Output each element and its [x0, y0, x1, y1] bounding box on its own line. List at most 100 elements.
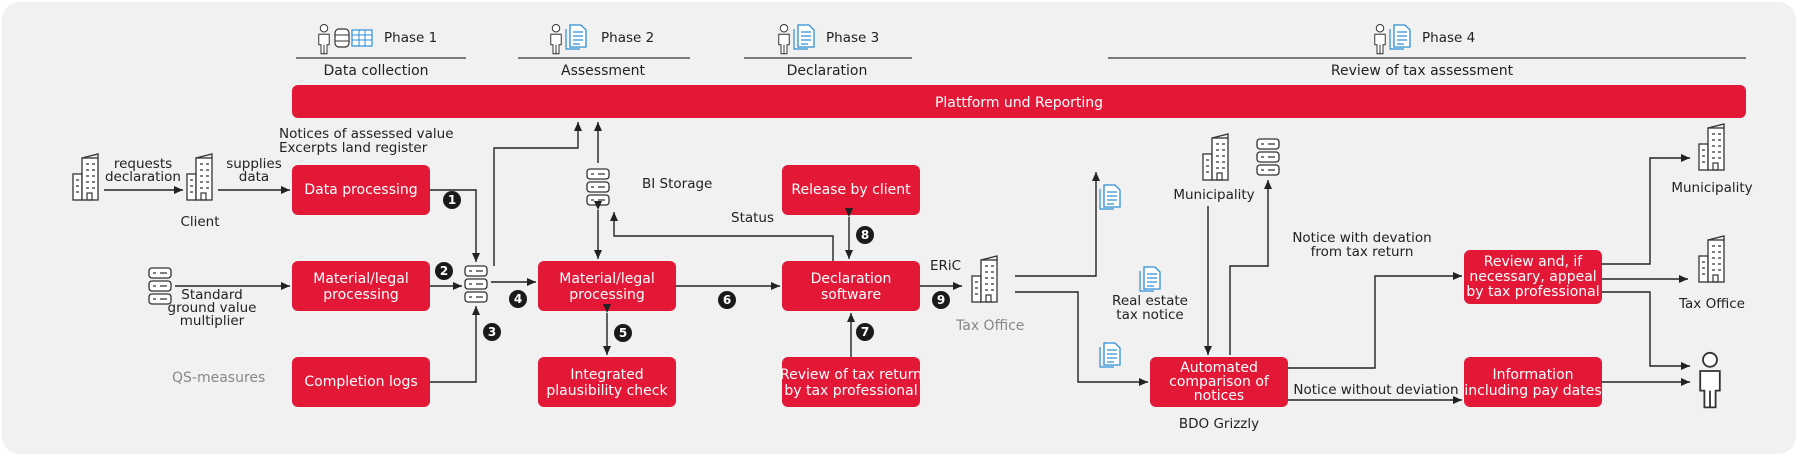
- central-server-icon: [464, 265, 488, 303]
- completion-logs-label: Completion logs: [304, 374, 417, 390]
- eric-label: ERiC: [930, 258, 961, 274]
- release-by-client-box: [782, 165, 920, 215]
- standard-label-3: multiplier: [180, 313, 245, 329]
- plausibility-line-2: plausibility check: [546, 383, 668, 399]
- notice-nodev-label: Notice without deviation: [1293, 382, 1458, 398]
- phase-4-title: Phase 4: [1422, 30, 1475, 46]
- svg-text:5: 5: [619, 326, 627, 340]
- plausibility-line-1: Integrated: [570, 367, 643, 383]
- phase-3-header: Phase 3 Declaration: [744, 24, 912, 79]
- completion-logs-box: [292, 357, 430, 407]
- review-appeal-line-3: by tax professional: [1466, 284, 1599, 300]
- person-icon: [1699, 351, 1721, 409]
- client-label: Client: [180, 214, 219, 230]
- notices-label-2: Excerpts land register: [279, 140, 428, 156]
- supplies-label-1: supplies: [226, 156, 282, 172]
- step-badge-9: 9: [932, 291, 950, 309]
- notice-dev-line-1: Notice with devation: [1292, 230, 1431, 246]
- platform-bar: [292, 85, 1746, 118]
- notices-label-1: Notices of assessed value: [279, 126, 454, 142]
- qs-measures-label: QS-measures: [172, 370, 265, 386]
- bdo-grizzly-label: BDO Grizzly: [1179, 416, 1259, 432]
- svg-text:4: 4: [514, 292, 522, 306]
- review-appeal-line-2: necessary, appeal: [1469, 269, 1596, 285]
- material-legal-processing-1-box: [292, 261, 430, 311]
- information-line-1: Information: [1492, 367, 1573, 383]
- review-appeal-box: [1464, 250, 1602, 304]
- requests-label-2: declaration: [105, 169, 181, 185]
- declaration-line-1: Declaration: [811, 271, 892, 287]
- notice-dev-line-2: from tax return: [1311, 244, 1414, 260]
- tax-office-grey-label: Tax Office: [955, 318, 1024, 334]
- review-appeal-line-1: Review and, if: [1484, 254, 1584, 270]
- document-icon-2: [1099, 342, 1121, 368]
- municipality-building-icon: [1202, 133, 1229, 181]
- information-line-2: including pay dates: [1464, 383, 1601, 399]
- tax-office-right-building-icon: [1698, 235, 1725, 283]
- data-processing-box: [292, 165, 430, 215]
- municipality-right-building-icon: [1698, 123, 1725, 171]
- phase-2-header: Phase 2 Assessment: [518, 24, 690, 79]
- plausibility-check-box: [538, 357, 676, 407]
- svg-text:3: 3: [488, 325, 496, 339]
- step-badge-3: 3: [483, 323, 501, 341]
- svg-text:8: 8: [861, 228, 869, 242]
- step-badge-7: 7: [856, 323, 874, 341]
- municipality-right-label: Municipality: [1671, 180, 1752, 196]
- ground-value-server-icon: [148, 267, 172, 305]
- document-icon-1: [1099, 184, 1121, 210]
- status-label: Status: [731, 210, 774, 226]
- requests-label-1: requests: [114, 156, 172, 172]
- bi-storage-label: BI Storage: [642, 176, 712, 192]
- real-estate-notice-icon: [1139, 266, 1161, 292]
- svg-text:7: 7: [861, 325, 869, 339]
- phase-3-title: Phase 3: [826, 30, 879, 46]
- step-badge-6: 6: [718, 291, 736, 309]
- real-estate-line-1: Real estate: [1112, 293, 1188, 309]
- step-badge-4: 4: [509, 290, 527, 308]
- phase-3-subtitle: Declaration: [787, 63, 868, 79]
- release-label: Release by client: [791, 182, 911, 198]
- phase-2-title: Phase 2: [601, 30, 654, 46]
- step-badge-1: 1: [443, 191, 461, 209]
- phase-1-subtitle: Data collection: [323, 63, 428, 79]
- material-legal-1-line-2: processing: [323, 287, 398, 303]
- grizzly-server-icon: [1256, 138, 1280, 176]
- phase-2-subtitle: Assessment: [561, 63, 645, 79]
- review-tax-return-box: [782, 357, 920, 407]
- standard-label-1: Standard: [181, 287, 242, 303]
- supplies-label-2: data: [239, 169, 269, 185]
- automated-line-1: Automated: [1180, 360, 1258, 376]
- automated-line-3: notices: [1194, 388, 1244, 404]
- phase-4-subtitle: Review of tax assessment: [1331, 63, 1514, 79]
- declaration-line-2: software: [821, 287, 881, 303]
- tax-office-right-label: Tax Office: [1678, 296, 1745, 312]
- municipality-mid-label: Municipality: [1173, 187, 1254, 203]
- tax-office-building-icon: [971, 255, 998, 303]
- svg-text:2: 2: [440, 264, 448, 278]
- phase-1-header: Phase 1 Data collection: [296, 24, 466, 79]
- platform-label: Plattform und Reporting: [935, 95, 1103, 111]
- phase-4-header: Phase 4 Review of tax assessment: [1108, 24, 1746, 79]
- material-legal-1-line-1: Material/legal: [313, 271, 408, 287]
- material-legal-2-line-2: processing: [569, 287, 644, 303]
- step-badge-2: 2: [435, 262, 453, 280]
- review-return-line-1: Review of tax return: [780, 367, 922, 383]
- svg-text:1: 1: [448, 193, 456, 207]
- step-badge-5: 5: [614, 324, 632, 342]
- material-legal-2-line-1: Material/legal: [559, 271, 654, 287]
- svg-text:9: 9: [937, 293, 945, 307]
- real-estate-line-2: tax notice: [1116, 307, 1183, 323]
- review-return-line-2: by tax professional: [784, 383, 917, 399]
- data-processing-label: Data processing: [304, 182, 417, 198]
- automated-line-2: comparison of: [1169, 374, 1270, 390]
- step-badge-8: 8: [856, 226, 874, 244]
- declarant-building-icon: [72, 153, 99, 201]
- bi-storage-server-icon: [586, 168, 610, 206]
- standard-label-2: ground value: [168, 300, 257, 316]
- phase-1-title: Phase 1: [384, 30, 437, 46]
- automated-comparison-box: [1150, 357, 1288, 407]
- information-box: [1464, 357, 1602, 407]
- declaration-software-box: [782, 261, 920, 311]
